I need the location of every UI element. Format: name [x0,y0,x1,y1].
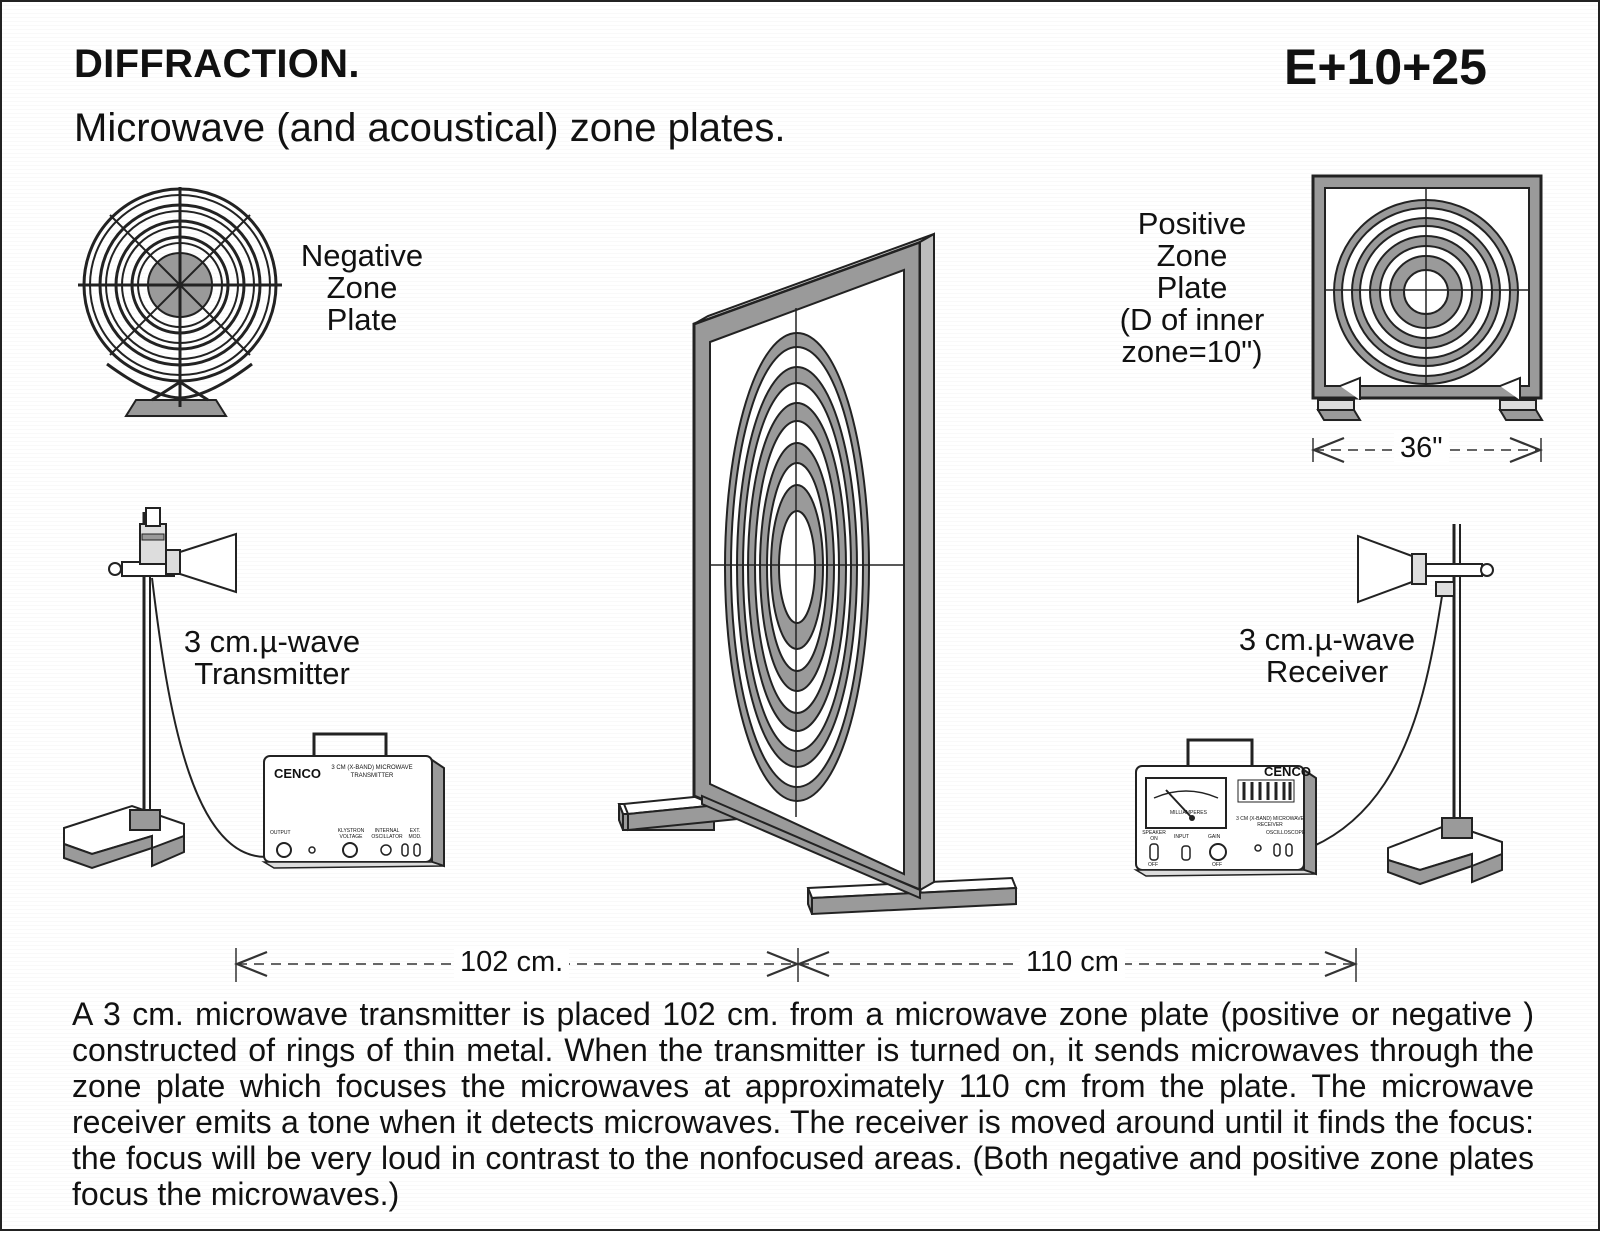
label-line: Plate [1156,270,1228,305]
output-label: OUTPUT [270,830,291,836]
model-line: 3 CM (X-BAND) MICROWAVE [331,765,413,771]
label-line: Receiver [1265,654,1389,689]
receiver-box [1133,738,1317,877]
label-line: 3 cm.µ-wave [183,624,361,659]
speaker-on-label: SPEAKER ON [1142,830,1166,842]
label-line: 3 cm.µ-wave [1238,622,1416,657]
label-line: zone=10") [1121,334,1263,369]
negative-zone-plate [78,187,282,417]
model-line: 3 CM (X-BAND) MICROWAVE [1236,816,1304,822]
page-title: DIFFRACTION. [74,42,360,86]
speaker-off-label: OFF [1148,862,1158,868]
label-line: Plate [326,302,398,337]
central-zone-rings [724,332,870,802]
receiver-stand [1191,524,1503,886]
receiver-model: 3 CM (X-BAND) MICROWAVE RECEIVER [1230,816,1310,828]
model-line: TRANSMITTER [350,773,394,779]
distance-dimensions [236,948,1356,982]
central-zone-plate [617,232,1018,916]
transmitter-stand [63,507,285,870]
label-line: Positive [1137,206,1247,241]
oscilloscope-label: OSCILLOSCOPE [1266,830,1306,836]
positive-zone-plate [1313,174,1544,462]
gain-label: GAIN [1208,834,1221,840]
label-line: Negative [300,238,424,273]
label-line: (D of inner [1119,302,1265,337]
receiver-distance-label: 110 cm [1020,946,1125,979]
receiver-brand: CENCO [1264,764,1311,779]
input-label: INPUT [1174,834,1189,840]
description-paragraph: A 3 cm. microwave transmitter is placed … [72,996,1534,1212]
negative-plate-label: Negative Zone Plate [292,240,432,336]
transmitter-distance-label: 102 cm. [454,946,570,979]
label-line: Zone [326,270,398,305]
transmitter-box [261,732,445,869]
gain-off-label: OFF [1212,862,1222,868]
positive-plate-label: Positive Zone Plate (D of inner zone=10"… [1102,208,1282,368]
ext-mod-label: EXT. MOD. [408,828,422,840]
label-line: Zone [1156,238,1228,273]
transmitter-label: 3 cm.µ-wave Transmitter [162,626,382,690]
receiver-label: 3 cm.µ-wave Receiver [1217,624,1437,688]
model-line: RECEIVER [1257,822,1283,828]
demo-code: E+10+25 [1284,39,1487,95]
transmitter-model: 3 CM (X-BAND) MICROWAVE TRANSMITTER [322,764,422,780]
label-line: Transmitter [194,656,350,691]
meter-label: MILLIAMPERES [1170,810,1207,816]
klystron-label: KLYSTRON VOLTAGE [337,828,365,840]
plate-width-label: 36" [1394,432,1449,465]
page-subtitle: Microwave (and acoustical) zone plates. [74,106,786,150]
transmitter-brand: CENCO [274,766,321,781]
oscillator-label: INTERNAL OSCILLATOR [371,828,403,840]
speaker-grille [1237,779,1295,803]
